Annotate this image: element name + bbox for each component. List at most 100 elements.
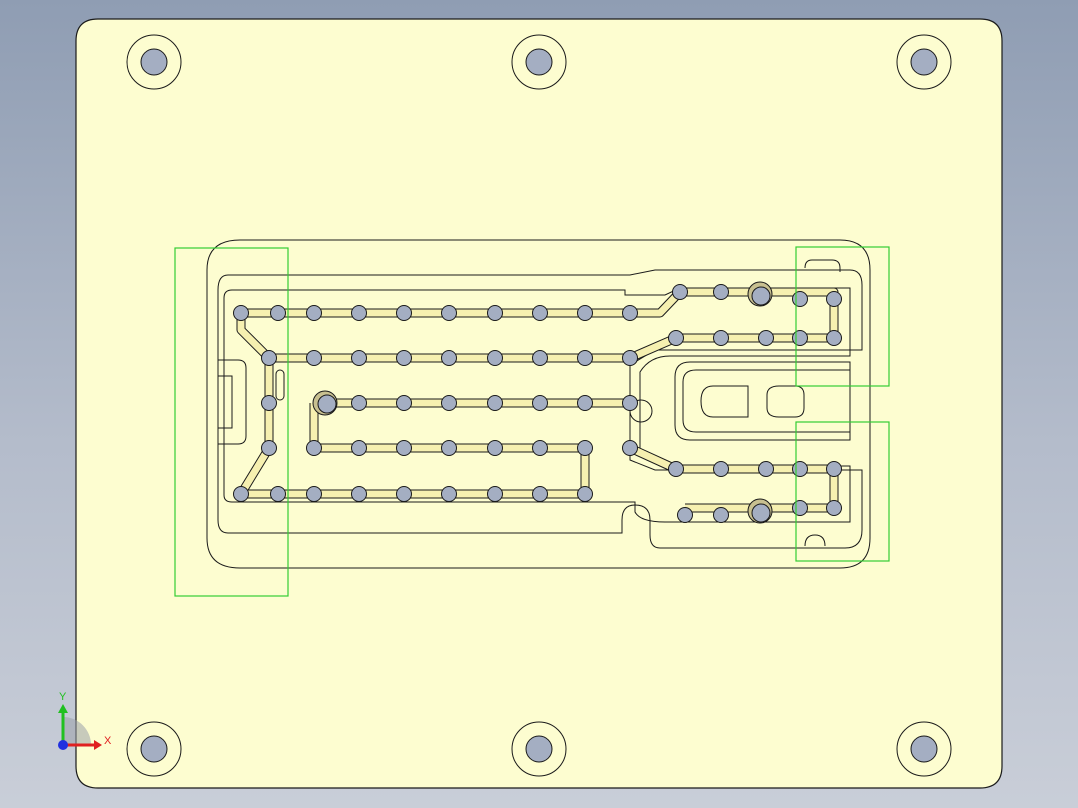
ejector-point[interactable] [306,350,322,366]
mounting-hole[interactable] [126,721,182,777]
ejector-bosses [312,281,773,524]
ejector-point[interactable] [261,395,277,411]
ejector-point[interactable] [792,500,808,516]
mounting-hole[interactable] [511,721,567,777]
ejector-point[interactable] [270,305,286,321]
ejector-points [233,284,842,523]
axis-triad-icon: X Y [58,691,112,750]
ejector-point[interactable] [441,395,457,411]
ejector-point[interactable] [441,440,457,456]
ejector-point[interactable] [306,440,322,456]
ejector-point[interactable] [233,305,249,321]
ejector-point[interactable] [792,291,808,307]
ejector-point[interactable] [577,350,593,366]
ejector-point[interactable] [826,291,842,307]
pocket-outer-outline [206,239,871,569]
center-island-inner [682,369,851,433]
x-axis-label: X [104,735,112,747]
ejector-point[interactable] [351,350,367,366]
ejector-point[interactable] [306,486,322,502]
ejector-point[interactable] [577,486,593,502]
pocket-step-outline [223,287,851,523]
ejector-point[interactable] [351,395,367,411]
ejector-point[interactable] [677,507,693,523]
mounting-hole[interactable] [126,34,182,90]
ejector-point[interactable] [532,440,548,456]
ejector-point[interactable] [351,486,367,502]
slot-right [766,385,805,418]
ejector-point[interactable] [758,461,774,477]
selection-box-bottom-right[interactable] [795,421,890,562]
selection-box-top-right[interactable] [795,246,890,387]
side-cutout [218,359,247,445]
ejector-point[interactable] [396,350,412,366]
ejector-point[interactable] [396,486,412,502]
triad-shadow [63,717,91,745]
ejector-point[interactable] [351,305,367,321]
ejector-point[interactable] [441,350,457,366]
mounting-hole[interactable] [511,34,567,90]
ejector-point[interactable] [672,284,688,300]
small-slot [275,369,285,401]
ejector-boss[interactable] [747,281,773,307]
ejector-point[interactable] [826,461,842,477]
ejector-point[interactable] [532,305,548,321]
ejector-point[interactable] [351,440,367,456]
pocket-inner-outline [217,269,863,549]
ejector-point[interactable] [487,486,503,502]
ejector-point[interactable] [713,461,729,477]
y-arrow-icon [58,704,68,713]
ejector-point[interactable] [577,440,593,456]
ejector-point[interactable] [792,461,808,477]
ejector-point[interactable] [826,330,842,346]
ejector-point[interactable] [532,486,548,502]
ejector-point[interactable] [826,500,842,516]
selection-boxes [174,246,890,597]
ejector-point[interactable] [622,395,638,411]
ejector-point[interactable] [713,330,729,346]
ejector-point[interactable] [261,440,277,456]
ejector-point[interactable] [487,350,503,366]
ejector-point[interactable] [532,350,548,366]
ejector-point[interactable] [622,440,638,456]
ejector-point[interactable] [441,486,457,502]
ejector-boss[interactable] [747,498,773,524]
ejector-point[interactable] [713,284,729,300]
ejector-point[interactable] [306,305,322,321]
z-axis-dot [58,740,68,750]
ejector-point[interactable] [622,350,638,366]
ejector-boss[interactable] [312,390,338,416]
ejector-point[interactable] [487,395,503,411]
mounting-holes [126,34,952,777]
pocket-outlines [206,239,871,569]
ejector-point[interactable] [487,440,503,456]
ejector-point[interactable] [577,305,593,321]
side-cutout-inner [218,375,233,429]
ejector-point[interactable] [233,486,249,502]
mounting-hole[interactable] [896,721,952,777]
ejector-point[interactable] [713,507,729,523]
ejector-point[interactable] [622,305,638,321]
ejector-point[interactable] [487,305,503,321]
ejector-point[interactable] [396,305,412,321]
notch-bottom [804,534,826,547]
y-axis-label: Y [59,691,67,703]
mounting-hole[interactable] [896,34,952,90]
ejector-point[interactable] [441,305,457,321]
ejector-point[interactable] [668,461,684,477]
notch-top [804,259,841,272]
ejector-point[interactable] [532,395,548,411]
ejector-point[interactable] [396,440,412,456]
ejector-point[interactable] [792,330,808,346]
ejector-point[interactable] [396,395,412,411]
ejector-point[interactable] [577,395,593,411]
ejector-point[interactable] [270,486,286,502]
ejector-point[interactable] [261,350,277,366]
center-island [674,361,851,441]
ejector-point[interactable] [668,330,684,346]
selection-box-left[interactable] [174,247,289,597]
slot-left [700,385,749,418]
ejector-point[interactable] [758,330,774,346]
